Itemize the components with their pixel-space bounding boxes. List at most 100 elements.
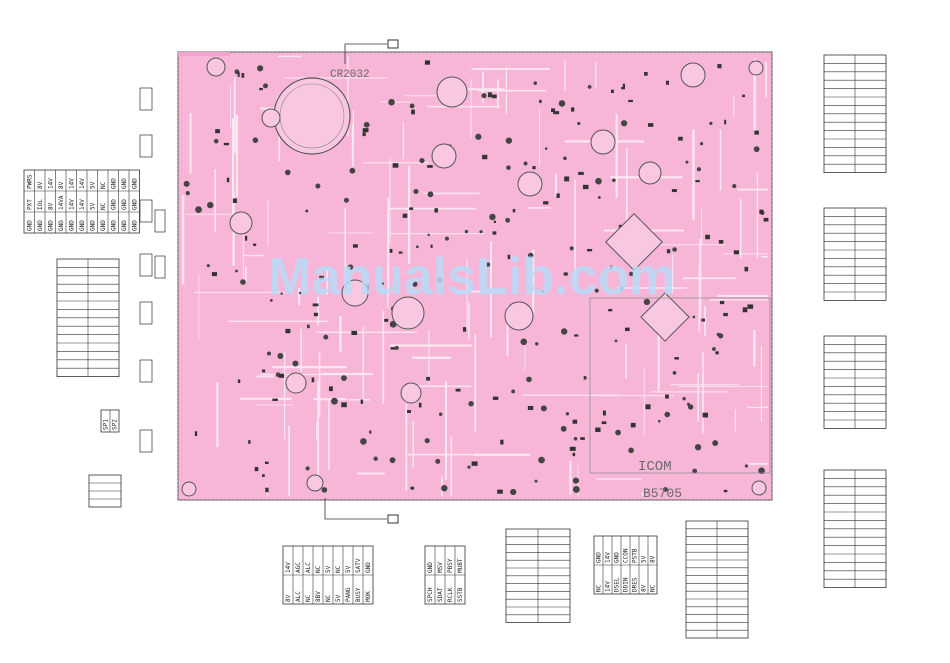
via-component [696,167,702,172]
smd-component [424,60,430,65]
via-component [381,282,384,285]
table-cell-label: ALC [305,562,312,573]
via-component [323,334,329,340]
smd-component [532,166,536,170]
table-cell-label: GND [110,178,117,189]
via-component [427,233,430,237]
via-component [479,230,483,234]
via-component [475,133,482,140]
left-tab [139,359,153,383]
table-cell-label: GND [596,552,603,563]
via-component [535,342,539,346]
via-component [441,484,448,492]
via-component [468,401,474,407]
smd-component [569,446,576,451]
via-component [341,375,347,382]
smd-component [430,244,433,248]
via-component [595,177,602,185]
table-cell-label: 5V [335,594,342,602]
bottom-wire-connector [324,498,399,524]
via-component [257,65,264,72]
via-component [712,347,716,351]
table-cell-label: SP1 [103,419,110,430]
smd-component [426,376,430,381]
via-component [569,246,574,251]
table-cell-label: PWRS [26,174,33,189]
smd-component [264,461,269,464]
table-cell-label: RCLK [447,587,454,602]
brand-label: ICOM [638,459,672,475]
table-cell-label: 8V [641,584,648,592]
bottom-right-table [685,520,749,639]
pcb-traces [181,55,768,496]
via-component [413,188,419,194]
via-component [436,277,443,284]
via-component [732,183,737,189]
smd-component [608,308,613,312]
bottom-mid-table [505,528,571,623]
smd-component [564,176,570,182]
smd-component [507,254,511,260]
smd-component [262,369,266,373]
smd-component [701,318,705,322]
smd-component [194,431,198,437]
smd-component [392,163,399,168]
right-connector-tables [823,54,887,588]
table-cell-label: 5V [89,181,96,189]
via-component [343,197,349,203]
via-component [621,120,628,127]
smd-component [551,108,556,113]
table-cell-label: SSTB [457,587,464,602]
smd-component [360,399,364,404]
table-cell-label: GND [89,220,96,231]
via-component [207,201,214,209]
smd-component [313,312,318,317]
table-cell-label: 14V [79,178,86,189]
table-cell-label: MOK [365,591,372,602]
smd-component [471,461,478,466]
via-component [277,352,284,359]
via-component [485,262,491,267]
smd-component [665,394,669,399]
via-component [435,458,441,464]
via-component [510,488,517,496]
table-cell-label: DSEL [614,577,621,592]
via-component [615,429,621,436]
smd-component [455,388,461,392]
via-component [544,147,548,150]
smd-component [493,220,496,224]
smd-component [702,412,708,418]
table-cell-label: IOL [37,199,44,210]
table-cell-label: GND [37,220,44,231]
smd-component [311,377,315,383]
via-component [489,213,496,221]
table-cell-label: SPCH [427,587,434,602]
smd-component [434,208,438,213]
via-component [572,477,580,484]
model-label: B5705 [643,486,682,501]
smd-component [628,99,633,103]
smd-component [491,94,497,99]
smd-component [733,250,740,255]
smd-component [427,165,433,168]
via-component [415,245,419,249]
table-cell-label: PANG [345,587,352,602]
smd-component [718,239,724,244]
via-component [672,247,677,252]
table-cell-label: ALC [295,591,302,602]
via-component [663,487,668,492]
smd-component [226,177,230,183]
pcb-components [183,60,769,496]
smd-component [307,324,310,329]
table-cell-label: 14V [68,178,75,189]
table-cell-label: NC [325,594,332,602]
smd-component [571,107,575,112]
via-component [538,456,545,464]
smd-component [563,272,568,276]
via-component [444,236,449,241]
